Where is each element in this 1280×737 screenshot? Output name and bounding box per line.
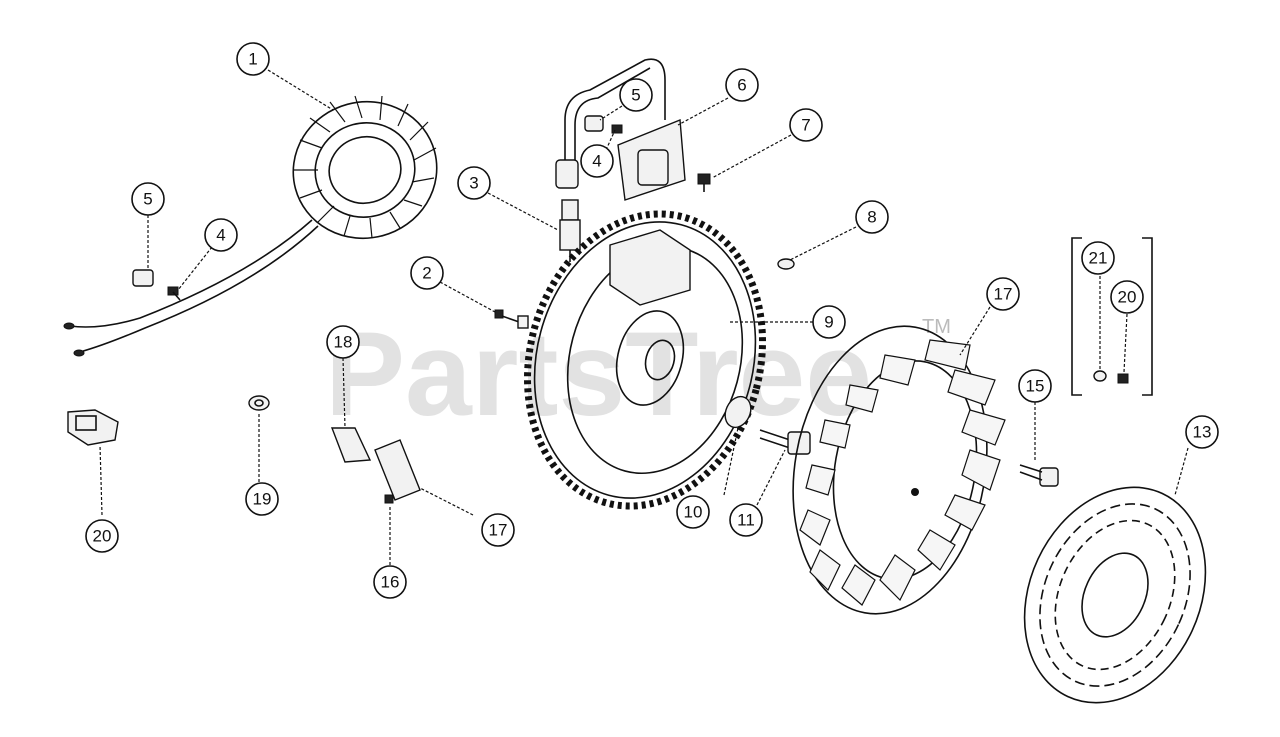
callout-label: 1	[248, 50, 257, 69]
callout-label: 9	[824, 313, 833, 332]
part-ignition-module[interactable]	[555, 58, 686, 201]
callout-label: 5	[143, 190, 152, 209]
bracket-group	[1071, 237, 1153, 396]
part-clip-top[interactable]	[584, 115, 604, 132]
callout-label: 21	[1089, 249, 1108, 268]
part-module-bolt[interactable]	[697, 173, 711, 192]
part-screw-top[interactable]	[611, 124, 623, 134]
callout-4-top[interactable]: 4	[580, 144, 614, 178]
part-plate-screw[interactable]	[384, 494, 394, 504]
leader-lines	[99, 69, 1189, 565]
callout-label: 17	[994, 285, 1013, 304]
callout-4-left[interactable]: 4	[204, 218, 238, 252]
watermark-tm: TM	[922, 316, 951, 338]
part-blower-fan[interactable]	[771, 311, 1008, 630]
callout-21[interactable]: 21	[1081, 241, 1115, 275]
callout-20-right[interactable]: 20	[1110, 280, 1144, 314]
callout-label: 16	[381, 573, 400, 592]
part-small-nut[interactable]	[1093, 370, 1107, 382]
callout-5-top[interactable]: 5	[619, 78, 653, 112]
callout-18[interactable]: 18	[326, 325, 360, 359]
callout-label: 20	[1118, 288, 1137, 307]
part-screw-left[interactable]	[167, 286, 181, 301]
callout-11[interactable]: 11	[729, 503, 763, 537]
callout-6[interactable]: 6	[725, 68, 759, 102]
callout-label: 2	[422, 264, 431, 283]
callout-label: 20	[93, 527, 112, 546]
part-spark-plug[interactable]	[559, 199, 581, 262]
callout-label: 19	[253, 490, 272, 509]
callout-label: 10	[684, 503, 703, 522]
callout-label: 6	[737, 76, 746, 95]
callout-1[interactable]: 1	[236, 42, 270, 76]
callout-label: 18	[334, 333, 353, 352]
part-flywheel-bolt[interactable]	[494, 309, 529, 329]
callout-label: 3	[469, 174, 478, 193]
part-bracket-left[interactable]	[67, 409, 119, 446]
callout-3[interactable]: 3	[457, 166, 491, 200]
callout-label: 4	[216, 226, 225, 245]
callout-5-left[interactable]: 5	[131, 182, 165, 216]
stator-wires	[63, 219, 319, 357]
callout-9[interactable]: 9	[812, 305, 846, 339]
callout-label: 15	[1026, 377, 1045, 396]
callout-20-left[interactable]: 20	[85, 519, 119, 553]
part-nut[interactable]	[248, 395, 270, 411]
callout-13[interactable]: 13	[1185, 415, 1219, 449]
callout-label: 13	[1193, 423, 1212, 442]
watermark-text: PartsTree	[325, 307, 872, 441]
part-stator[interactable]	[278, 86, 452, 255]
callout-label: 4	[592, 152, 601, 171]
callout-15[interactable]: 15	[1018, 369, 1052, 403]
part-washer[interactable]	[720, 392, 755, 431]
callout-10[interactable]: 10	[676, 495, 710, 529]
part-small-screw[interactable]	[1117, 373, 1129, 384]
callout-label: 5	[631, 86, 640, 105]
part-plate-17[interactable]	[374, 439, 421, 501]
callout-7[interactable]: 7	[789, 108, 823, 142]
part-fan-bolt[interactable]	[1019, 464, 1059, 487]
callout-label: 11	[737, 511, 755, 530]
callout-17-plate[interactable]: 17	[481, 513, 515, 547]
part-flywheel[interactable]	[496, 187, 795, 532]
callout-label: 7	[801, 116, 810, 135]
part-rotating-screen[interactable]	[991, 458, 1240, 733]
callout-label: 8	[867, 208, 876, 227]
callout-8[interactable]: 8	[855, 200, 889, 234]
part-key[interactable]	[777, 258, 795, 270]
callout-label: 17	[489, 521, 508, 540]
callout-16[interactable]: 16	[373, 565, 407, 599]
part-wire-clip-left[interactable]	[132, 269, 154, 287]
callout-19[interactable]: 19	[245, 482, 279, 516]
watermark: PartsTree TM	[325, 307, 951, 441]
callout-2[interactable]: 2	[410, 256, 444, 290]
callout-17-fan[interactable]: 17	[986, 277, 1020, 311]
part-plate-18[interactable]	[330, 427, 372, 463]
